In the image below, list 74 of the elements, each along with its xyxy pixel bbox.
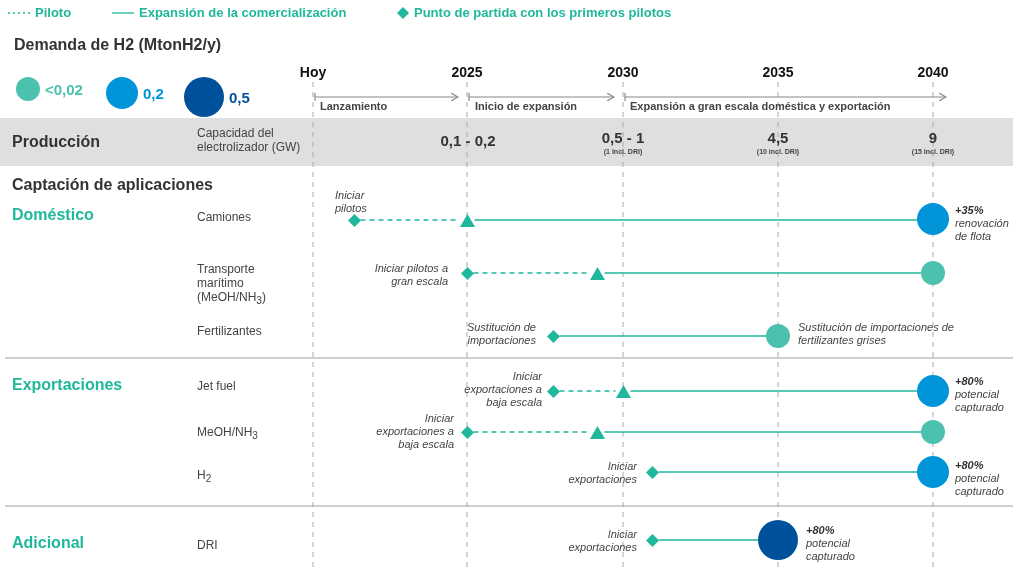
milestone-triangle <box>615 384 631 398</box>
demand-circle <box>766 324 790 348</box>
row-label: Transporte marítimo (MeOH/NH$_{3}$) <box>197 262 267 307</box>
connector-line <box>657 539 759 541</box>
row-label: Jet fuel <box>197 379 236 393</box>
row-label: DRI <box>197 538 218 552</box>
row-label: Capacidad del electrolizador (GW) <box>197 126 302 154</box>
demand-circle <box>921 420 945 444</box>
connector-line <box>629 390 918 392</box>
annotation: Iniciar exportaciones a baja escala <box>463 370 542 409</box>
demand-circle <box>917 456 949 488</box>
percentage-label: +80% <box>955 375 984 387</box>
annotation: Iniciar pilotos a gran escala <box>373 262 448 288</box>
row-label: H$_{2}$ <box>197 468 212 485</box>
legend-text: 0,2 <box>143 84 164 102</box>
connector-line <box>603 431 922 433</box>
year-label: 2030 <box>607 64 639 80</box>
annotation: Iniciar pilotos <box>335 189 368 215</box>
value-label: 9 <box>928 129 938 146</box>
annotation: Iniciar exportaciones a baja escala <box>375 412 454 451</box>
annotation: Sustitución de importaciones de fertilizantes grises <box>798 321 955 347</box>
value-label: 0,5 - 1 <box>601 129 645 146</box>
annotation: Iniciar exportaciones <box>567 528 637 554</box>
percentage-label: +35% <box>955 204 984 216</box>
milestone-triangle <box>589 266 605 280</box>
connector-line <box>603 272 922 274</box>
percentage-label: +80% <box>955 459 984 471</box>
start-diamond <box>645 533 659 547</box>
row-label: Camiones <box>197 210 252 224</box>
dashed-connector <box>558 390 617 392</box>
legend-text: Punto de partida con los primeros pilotos <box>414 5 672 20</box>
phase-label: Inicio de expansión <box>475 100 578 112</box>
heading: Demanda de H2 (MtonH2/y) <box>14 36 222 54</box>
legend-text: Piloto <box>35 5 72 20</box>
section-heading: Doméstico <box>12 206 94 224</box>
annotation: potencial capturado <box>955 472 1005 498</box>
connector-line <box>473 219 918 221</box>
legend-text: Expansión de la comercialización <box>139 5 347 20</box>
start-diamond <box>347 213 361 227</box>
year-label: 2040 <box>917 64 949 80</box>
year-label: 2035 <box>762 64 794 80</box>
start-diamond <box>460 425 474 439</box>
section-heading: Adicional <box>12 534 84 552</box>
row-label: Fertilizantes <box>197 324 262 338</box>
start-diamond <box>645 465 659 479</box>
connector-line <box>558 335 767 337</box>
demand-circle <box>917 375 949 407</box>
percentage-label: +80% <box>806 524 835 536</box>
demand-circle <box>758 520 798 560</box>
section-heading: Exportaciones <box>12 376 123 394</box>
start-diamond <box>546 384 560 398</box>
row-label: MeOH/NH$_{3}$ <box>197 425 258 442</box>
row-heading: Producción <box>12 133 100 151</box>
section-heading: Captación de aplicaciones <box>12 176 213 194</box>
milestone-triangle <box>459 213 475 227</box>
demand-circle <box>921 261 945 285</box>
start-diamond <box>546 329 560 343</box>
annotation: Sustitución de importaciones <box>465 321 536 347</box>
connector-line <box>657 471 918 473</box>
milestone-triangle <box>589 425 605 439</box>
phase-label: Expansión a gran escala doméstica y exportación <box>630 100 891 112</box>
annotation: Iniciar exportaciones <box>567 460 637 486</box>
annotation: potencial capturado <box>955 388 1005 414</box>
value-label: 4,5 <box>767 129 789 146</box>
year-label: 2025 <box>451 64 483 80</box>
legend-text: 0,5 <box>229 88 250 106</box>
phase-label: Lanzamiento <box>320 100 388 112</box>
value-label: 0,1 - 0,2 <box>440 132 496 149</box>
legend-text: <0,02 <box>45 80 83 98</box>
annotation: renovación de flota <box>955 217 1010 243</box>
start-diamond <box>460 266 474 280</box>
year-label: Hoy <box>299 64 327 80</box>
annotation: potencial capturado <box>806 537 856 563</box>
demand-circle <box>917 203 949 235</box>
